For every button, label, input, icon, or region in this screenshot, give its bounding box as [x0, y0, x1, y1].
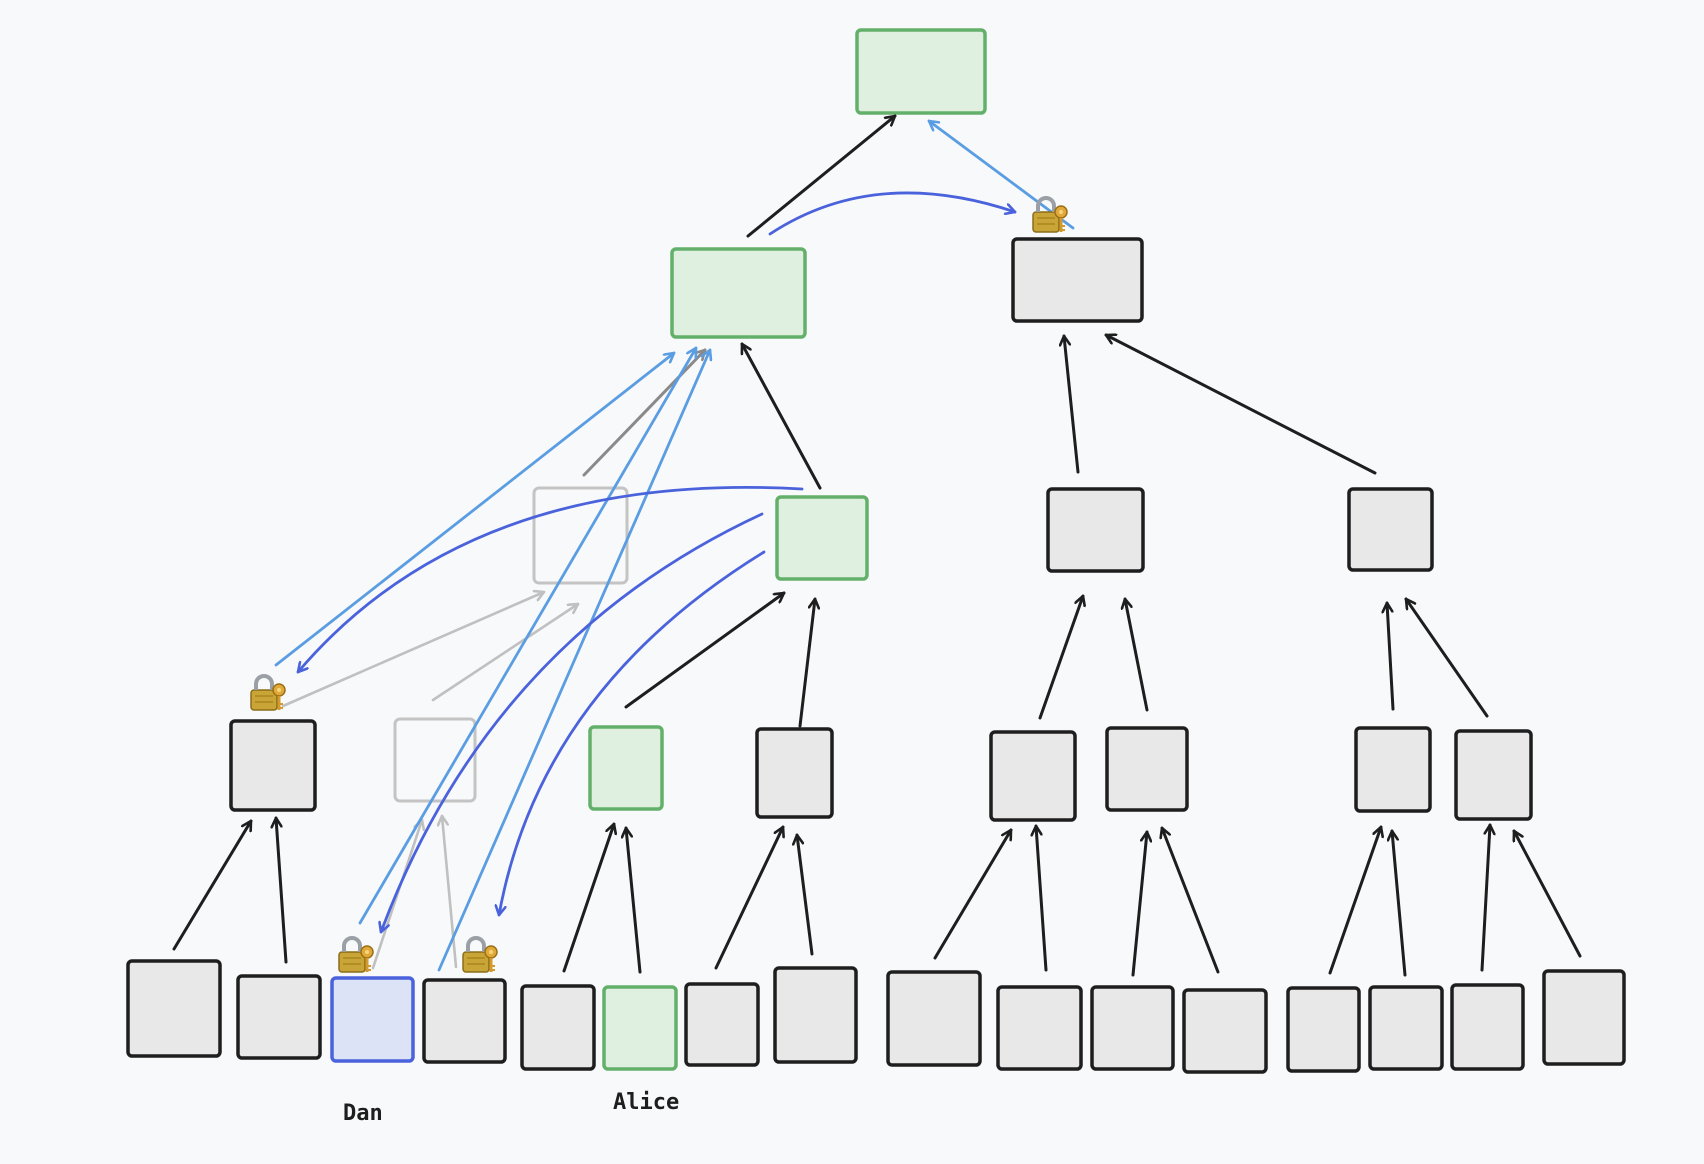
leaf-node — [684, 982, 760, 1067]
edge-arrow — [746, 114, 897, 238]
gray-edge-arrow — [582, 348, 707, 477]
edge-arrow — [1328, 825, 1381, 975]
light-blue-arrow — [358, 346, 698, 925]
right-subtree-node — [1011, 237, 1144, 323]
edge-arrow — [797, 833, 814, 956]
edge-arrow — [1038, 594, 1083, 720]
alice-path-node-level3 — [588, 725, 664, 811]
tree-node — [1046, 487, 1145, 573]
edge-arrow — [562, 822, 614, 973]
leaf-node — [886, 970, 982, 1067]
left-subtree-node — [670, 247, 807, 339]
tree-nodes — [126, 28, 1626, 1074]
leaf-node — [1182, 988, 1268, 1074]
edge-arrow — [1514, 829, 1582, 958]
leaf-node — [1090, 985, 1175, 1071]
leaf-node — [1286, 986, 1361, 1073]
edge-arrow — [1387, 601, 1395, 711]
edge-arrow — [626, 826, 642, 974]
faded-edge-arrow — [281, 592, 546, 708]
edge-arrow — [714, 825, 783, 970]
tree-edges — [172, 114, 1582, 977]
lock-with-key-icon — [1031, 196, 1069, 234]
faded-edge-arrow — [442, 814, 458, 969]
root-node — [855, 28, 987, 115]
edge-arrow — [1404, 597, 1489, 718]
edge-arrow — [1480, 823, 1490, 972]
edge-arrow — [624, 591, 786, 709]
edge-arrow — [172, 819, 253, 951]
faded-node-level3 — [393, 717, 477, 803]
tree-node — [989, 730, 1077, 822]
tree-node — [1454, 729, 1533, 821]
dan-label: Dan — [343, 1101, 383, 1126]
edge-arrow — [740, 342, 822, 490]
edge-arrow — [933, 828, 1013, 960]
light-blue-arrow — [437, 348, 710, 972]
edge-arrow — [1064, 334, 1080, 474]
tree-node — [1105, 726, 1189, 812]
indigo-arrow — [296, 485, 804, 674]
leaf-node — [1450, 983, 1525, 1071]
faded-edge-arrow — [431, 602, 580, 702]
light-blue-arrow — [927, 119, 1075, 230]
leaf-node — [126, 959, 222, 1058]
edge-arrow — [276, 816, 288, 964]
lock-with-key-icon — [461, 936, 499, 974]
leaf-node — [520, 984, 596, 1071]
light-blue-arrow — [274, 351, 676, 667]
indigo-arrow — [768, 191, 1017, 236]
dan-leaf-node — [330, 976, 415, 1063]
edge-arrow — [1162, 826, 1220, 974]
alice-label: Alice — [613, 1090, 679, 1115]
edge-arrow — [798, 597, 815, 728]
lock-with-key-icon — [337, 936, 375, 974]
edge-arrow — [1131, 830, 1147, 977]
update-path-edges — [274, 119, 1075, 972]
edge-arrow — [1392, 829, 1407, 977]
dan-path-node-level3 — [229, 719, 317, 812]
leaf-node — [236, 974, 322, 1060]
faded-node-level2 — [532, 486, 629, 585]
indigo-arrow — [381, 512, 764, 934]
alice-path-node-level2 — [775, 495, 869, 581]
edge-arrow — [1125, 597, 1149, 712]
lock-with-key-icon — [249, 674, 287, 712]
encryption-edges — [296, 191, 1017, 934]
edge-arrow — [1104, 335, 1377, 475]
tree-node — [755, 727, 834, 819]
indigo-arrow — [499, 550, 766, 917]
tree-node — [1354, 726, 1432, 813]
leaf-node — [422, 978, 507, 1064]
edge-arrow — [1036, 824, 1048, 972]
faded-edges — [281, 592, 580, 970]
leaf-node — [773, 966, 858, 1064]
leaf-node — [1542, 969, 1626, 1066]
leaf-node — [1368, 985, 1444, 1071]
leaf-node — [996, 985, 1083, 1071]
tree-node — [1347, 487, 1434, 572]
alice-leaf-node — [602, 985, 678, 1071]
